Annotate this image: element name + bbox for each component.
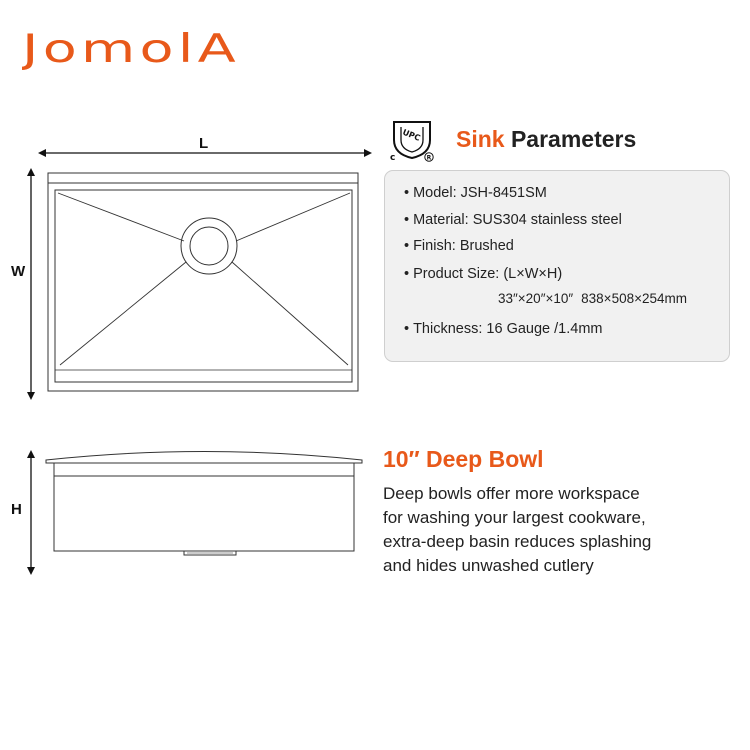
svg-text:R: R — [427, 155, 432, 162]
sink-top-view-diagram: L W — [11, 135, 372, 400]
bowl-description-line: and hides unwashed cutlery — [383, 556, 594, 575]
size-inches: 33″×20″×10″ — [498, 291, 574, 306]
drain-inner-ring — [189, 226, 229, 266]
param-size-values: 33″×20″×10″ 838×508×254mm — [498, 291, 687, 306]
bowl-description-line: Deep bowls offer more workspace — [383, 484, 640, 503]
bowl-title: 10″ Deep Bowl — [383, 446, 544, 472]
height-label: H — [11, 501, 22, 518]
upc-mark-text: UPC — [401, 128, 421, 143]
sink-outer-rim — [47, 172, 359, 392]
bowl-description: Deep bowls offer more workspace for wash… — [383, 482, 723, 578]
params-box: •Model: JSH-8451SM •Material: SUS304 sta… — [384, 170, 730, 362]
brand-logo-text: JomolA — [22, 28, 240, 72]
width-label: W — [11, 263, 26, 280]
drain-stub — [183, 551, 237, 556]
length-label: L — [199, 135, 208, 152]
param-size: •Product Size: (L×W×H) — [404, 266, 563, 282]
param-material: •Material: SUS304 stainless steel — [404, 212, 622, 228]
bullet: • — [404, 266, 410, 282]
param-finish: •Finish: Brushed — [404, 238, 514, 254]
bullet: • — [404, 185, 410, 201]
brand-logo: JomolA — [22, 28, 240, 72]
sink-body — [53, 462, 355, 552]
upc-certification-icon: UPC c R — [390, 121, 434, 163]
param-thickness: •Thickness: 16 Gauge /1.4mm — [404, 321, 603, 337]
drain-outer-ring — [180, 217, 238, 275]
param-model: •Model: JSH-8451SM — [404, 185, 547, 201]
bullet: • — [404, 238, 410, 254]
bullet: • — [404, 212, 410, 228]
sink-inner-basin — [54, 189, 353, 383]
sink-flange — [45, 451, 363, 464]
bullet: • — [404, 321, 410, 337]
params-heading-accent: Sink — [456, 126, 505, 152]
bowl-description-line: extra-deep basin reduces splashing — [383, 532, 652, 551]
svg-text:c: c — [390, 153, 395, 163]
sink-side-view-diagram: H — [11, 450, 363, 575]
params-heading: Sink Parameters — [456, 126, 636, 153]
size-mm: 838×508×254mm — [581, 291, 687, 306]
params-heading-rest: Parameters — [510, 126, 637, 152]
bowl-description-line: for washing your largest cookware, — [383, 508, 646, 527]
